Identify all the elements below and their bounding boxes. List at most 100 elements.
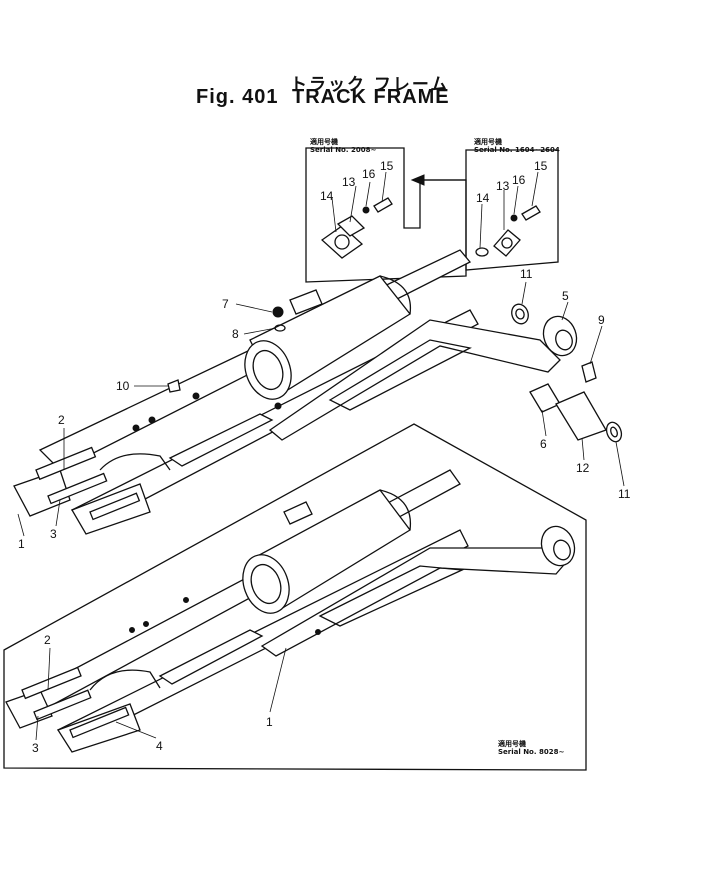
lower-rail-bolt-4 xyxy=(315,629,321,635)
leader-3-upper xyxy=(55,499,61,527)
upper-top-box xyxy=(289,289,323,315)
callout-10: 10 xyxy=(116,379,130,393)
callout-4-lower: 4 xyxy=(156,739,163,753)
leader-11-bottom xyxy=(615,441,625,487)
upper-cross-member xyxy=(99,453,171,471)
flange-hole-right xyxy=(501,237,513,249)
callout-2-lower: 2 xyxy=(44,633,51,647)
lower-rail-bolt-3 xyxy=(183,597,189,603)
leader-1-lower xyxy=(269,647,287,713)
leader-5 xyxy=(561,301,569,321)
callout-9: 9 xyxy=(598,313,605,327)
lower-pivot-bore xyxy=(553,539,571,561)
leader-15-right xyxy=(531,171,539,207)
bolt-right xyxy=(521,205,541,221)
callout-12: 12 xyxy=(576,461,590,475)
callout-11-bottom: 11 xyxy=(618,487,631,501)
seal-11-bottom xyxy=(605,421,623,443)
inset-left-note: 適用号機 Serial No. 2008~ xyxy=(310,138,376,154)
callout-5: 5 xyxy=(562,289,569,303)
leader-7 xyxy=(235,303,273,313)
lower-cylinder-flange xyxy=(250,563,282,605)
plug-9 xyxy=(581,361,597,383)
callout-13-right: 13 xyxy=(496,179,510,193)
flange-plate-right xyxy=(493,229,521,257)
title-japanese: トラック フレーム xyxy=(290,75,450,95)
leader-14-left xyxy=(331,197,337,233)
upper-diagonal-brace xyxy=(268,319,561,441)
leader-11-top xyxy=(521,281,527,305)
flange-plate-left xyxy=(320,225,364,259)
inset-left-serial: Serial No. 2008~ xyxy=(310,146,377,154)
lower-inset-box xyxy=(3,423,587,771)
lower-guide-3 xyxy=(33,689,92,721)
callout-16-left: 16 xyxy=(362,167,376,181)
bushing-6 xyxy=(529,383,561,413)
grease-fitting-10 xyxy=(167,379,181,393)
seal-11-top xyxy=(511,303,529,325)
inset-bottom-serial: Serial No. 8028~ xyxy=(498,748,565,756)
leader-16-right xyxy=(513,185,519,215)
upper-track-frame xyxy=(13,249,578,535)
leader-4-lower xyxy=(115,721,157,739)
lower-guide-4 xyxy=(69,706,130,739)
leader-16-left xyxy=(365,181,371,207)
washer-left xyxy=(362,206,370,214)
upper-rail-bolt-4 xyxy=(274,402,282,410)
callout-15-right: 15 xyxy=(534,159,548,173)
lower-rail-bolt-1 xyxy=(129,627,135,633)
lower-cylinder-back xyxy=(379,489,412,531)
upper-pivot-boss xyxy=(542,315,578,357)
leader-8 xyxy=(243,327,277,335)
oring-right xyxy=(475,247,489,257)
callout-8: 8 xyxy=(232,327,239,341)
callout-15-left: 15 xyxy=(380,159,394,173)
inset-bottom-note: 適用号機 Serial No. 8028~ xyxy=(498,740,564,756)
lower-brace-window xyxy=(318,565,465,627)
leader-9 xyxy=(589,325,603,365)
lower-rail-bolt-2 xyxy=(143,621,149,627)
cover-left xyxy=(336,215,366,237)
flange-hole-left xyxy=(334,234,350,250)
figure-number: Fig. 401 xyxy=(196,86,279,108)
callout-14-left: 14 xyxy=(320,189,334,203)
callout-13-left: 13 xyxy=(342,175,356,189)
upper-guide-3 xyxy=(47,472,108,505)
callout-16-right: 16 xyxy=(512,173,526,187)
figure-title: TRACK FRAME xyxy=(292,86,450,108)
upper-cylinder-back xyxy=(379,275,412,315)
leader-3-lower xyxy=(35,715,39,741)
inset-right-label: 適用号機 xyxy=(474,138,502,146)
seal-11-top-inner xyxy=(515,308,525,320)
lower-track-frame xyxy=(5,469,576,753)
upper-rail-bolt-1 xyxy=(132,424,140,432)
leader-13-left xyxy=(349,185,357,223)
nut-7 xyxy=(272,306,284,318)
upper-center-plate xyxy=(168,413,274,467)
lower-top-box xyxy=(283,501,313,525)
leader-12 xyxy=(581,437,585,461)
leader-14-right xyxy=(479,203,483,249)
lower-pivot-boss xyxy=(540,525,576,567)
lower-cross-member xyxy=(89,669,161,691)
bolt-left xyxy=(373,197,393,213)
upper-pivot-bore xyxy=(555,329,573,351)
callout-3-upper: 3 xyxy=(50,527,57,541)
upper-rail-bolt-3 xyxy=(192,392,200,400)
upper-rail-bolt-2 xyxy=(148,416,156,424)
inset-bottom-label: 適用号機 xyxy=(498,740,526,748)
callout-3-lower: 3 xyxy=(32,741,39,755)
callout-14-right: 14 xyxy=(476,191,490,205)
seal-11-bottom-inner xyxy=(610,426,618,438)
leader-1-upper xyxy=(17,513,25,537)
upper-guide-front xyxy=(89,492,141,521)
inset-arrow-head xyxy=(410,174,425,186)
leader-6 xyxy=(541,409,547,437)
callout-2-upper: 2 xyxy=(58,413,65,427)
callout-6: 6 xyxy=(540,437,547,451)
lower-center-plate xyxy=(158,629,264,685)
pin-12 xyxy=(555,391,607,441)
washer-right xyxy=(510,214,518,222)
lower-guide-2 xyxy=(21,666,82,700)
